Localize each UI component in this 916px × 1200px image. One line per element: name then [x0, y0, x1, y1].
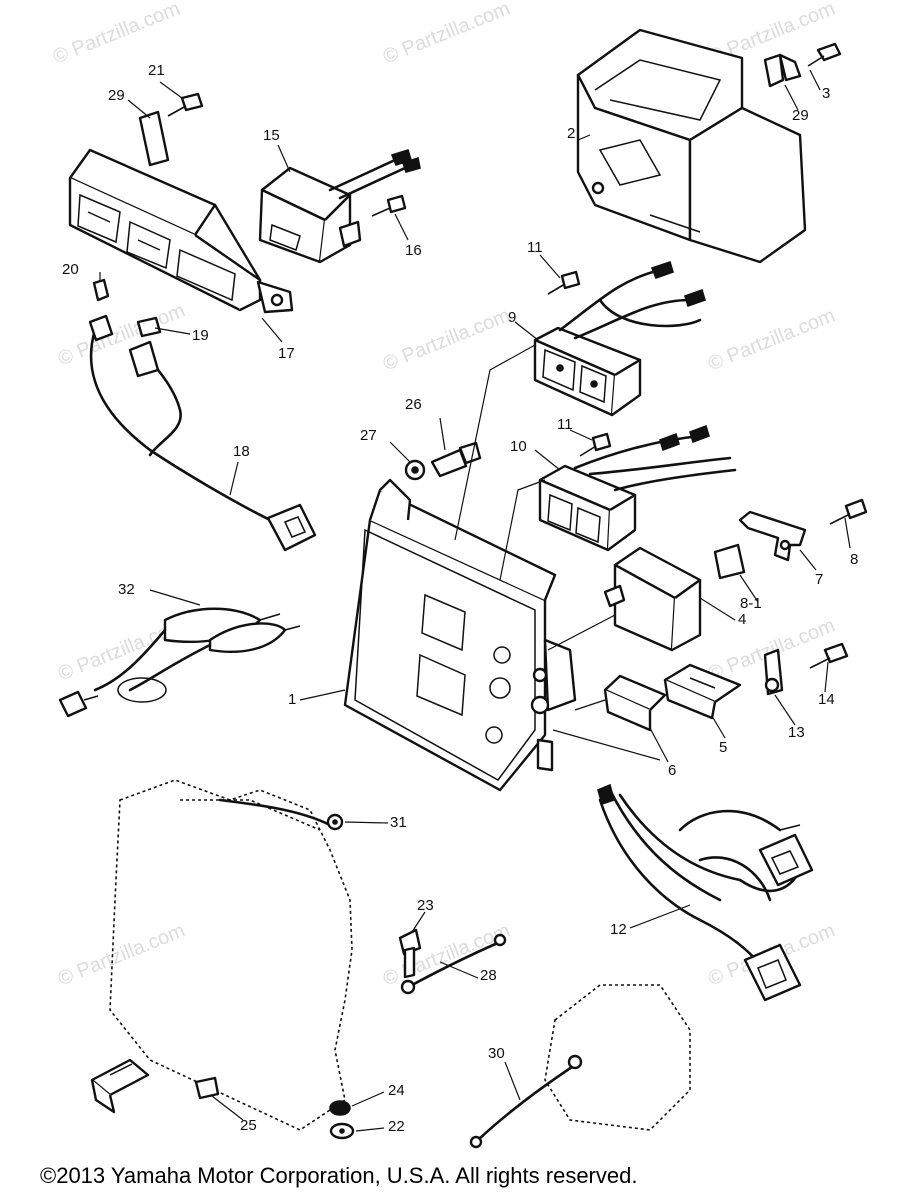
generator-frame-phantom — [109, 779, 353, 1131]
callout-1: 1 — [288, 691, 297, 708]
callout-24: 24 — [388, 1082, 405, 1099]
callout-11b: 11 — [557, 416, 573, 433]
harness-12-part — [597, 783, 814, 1002]
callout-12: 12 — [610, 921, 627, 938]
cover-6-part — [552, 674, 667, 761]
bracket-part — [763, 53, 802, 88]
outlet-9-part — [533, 260, 706, 417]
callout-7: 7 — [815, 571, 824, 588]
bolt-26-part — [430, 441, 482, 478]
control-box-part — [343, 344, 577, 792]
nut-27-part — [404, 459, 426, 481]
breaker-4-part — [547, 546, 702, 652]
callout-5: 5 — [719, 739, 728, 756]
callout-9: 9 — [508, 309, 517, 326]
callout-19: 19 — [192, 327, 209, 344]
harness-18-part — [88, 314, 317, 552]
leader-lines — [99, 69, 851, 1132]
callout-3: 3 — [822, 85, 831, 102]
callout-29b: 29 — [792, 107, 809, 124]
grommet-13-part — [763, 648, 784, 696]
callout-2: 2 — [567, 125, 576, 142]
callout-21: 21 — [148, 62, 165, 79]
callout-30: 30 — [488, 1045, 505, 1062]
callout-15: 15 — [263, 127, 280, 144]
bolt-23-part — [398, 928, 422, 979]
rocker-switch-part — [90, 1058, 150, 1114]
callout-26: 26 — [405, 396, 422, 413]
bolt-21-part — [167, 92, 204, 117]
callout-20: 20 — [62, 261, 79, 278]
cord-32-part — [58, 607, 301, 718]
wire-30-part — [469, 1054, 583, 1149]
callout-23: 23 — [417, 897, 434, 914]
outlet-10-part — [538, 424, 737, 552]
callout-11a: 11 — [527, 239, 543, 256]
screw-11a-part — [547, 270, 581, 295]
callout-13: 13 — [788, 724, 805, 741]
callout-16: 16 — [405, 242, 422, 259]
switch-5-part — [663, 663, 742, 720]
screw-16-part — [371, 194, 407, 217]
clip-20-part — [92, 278, 110, 302]
washer-22-part — [329, 1122, 355, 1140]
callout-6: 6 — [668, 762, 677, 779]
screw-8-part — [829, 498, 868, 525]
screw-11b-part — [579, 432, 612, 457]
phantom-engine-30 — [544, 984, 691, 1131]
cover-case-part — [576, 28, 807, 264]
callout-10: 10 — [510, 438, 527, 455]
bracket-7-part — [738, 510, 807, 562]
callout-32: 32 — [118, 581, 135, 598]
callout-14: 14 — [818, 691, 835, 708]
callout-31: 31 — [390, 814, 407, 831]
callout-29a: 29 — [108, 87, 125, 104]
screw-14-part — [809, 642, 849, 669]
callout-8-1: 8-1 — [740, 595, 762, 612]
copyright-text: ©2013 Yamaha Motor Corporation, U.S.A. A… — [40, 1163, 638, 1188]
switch-panel-part — [68, 110, 294, 314]
callout-25: 25 — [240, 1117, 257, 1134]
module-15-part — [258, 148, 421, 264]
callout-28: 28 — [480, 967, 497, 984]
callout-18: 18 — [233, 443, 250, 460]
callout-4: 4 — [738, 611, 747, 628]
wire-28-part — [400, 933, 507, 995]
label-8-1-part — [713, 543, 746, 580]
callout-27: 27 — [360, 427, 377, 444]
callout-17: 17 — [278, 345, 295, 362]
washer-24-part — [329, 1100, 351, 1116]
screw-part — [807, 42, 842, 67]
label-25-part — [194, 1076, 220, 1100]
callout-8: 8 — [850, 551, 859, 568]
grommet-31-part — [326, 813, 344, 831]
callout-22: 22 — [388, 1118, 405, 1135]
